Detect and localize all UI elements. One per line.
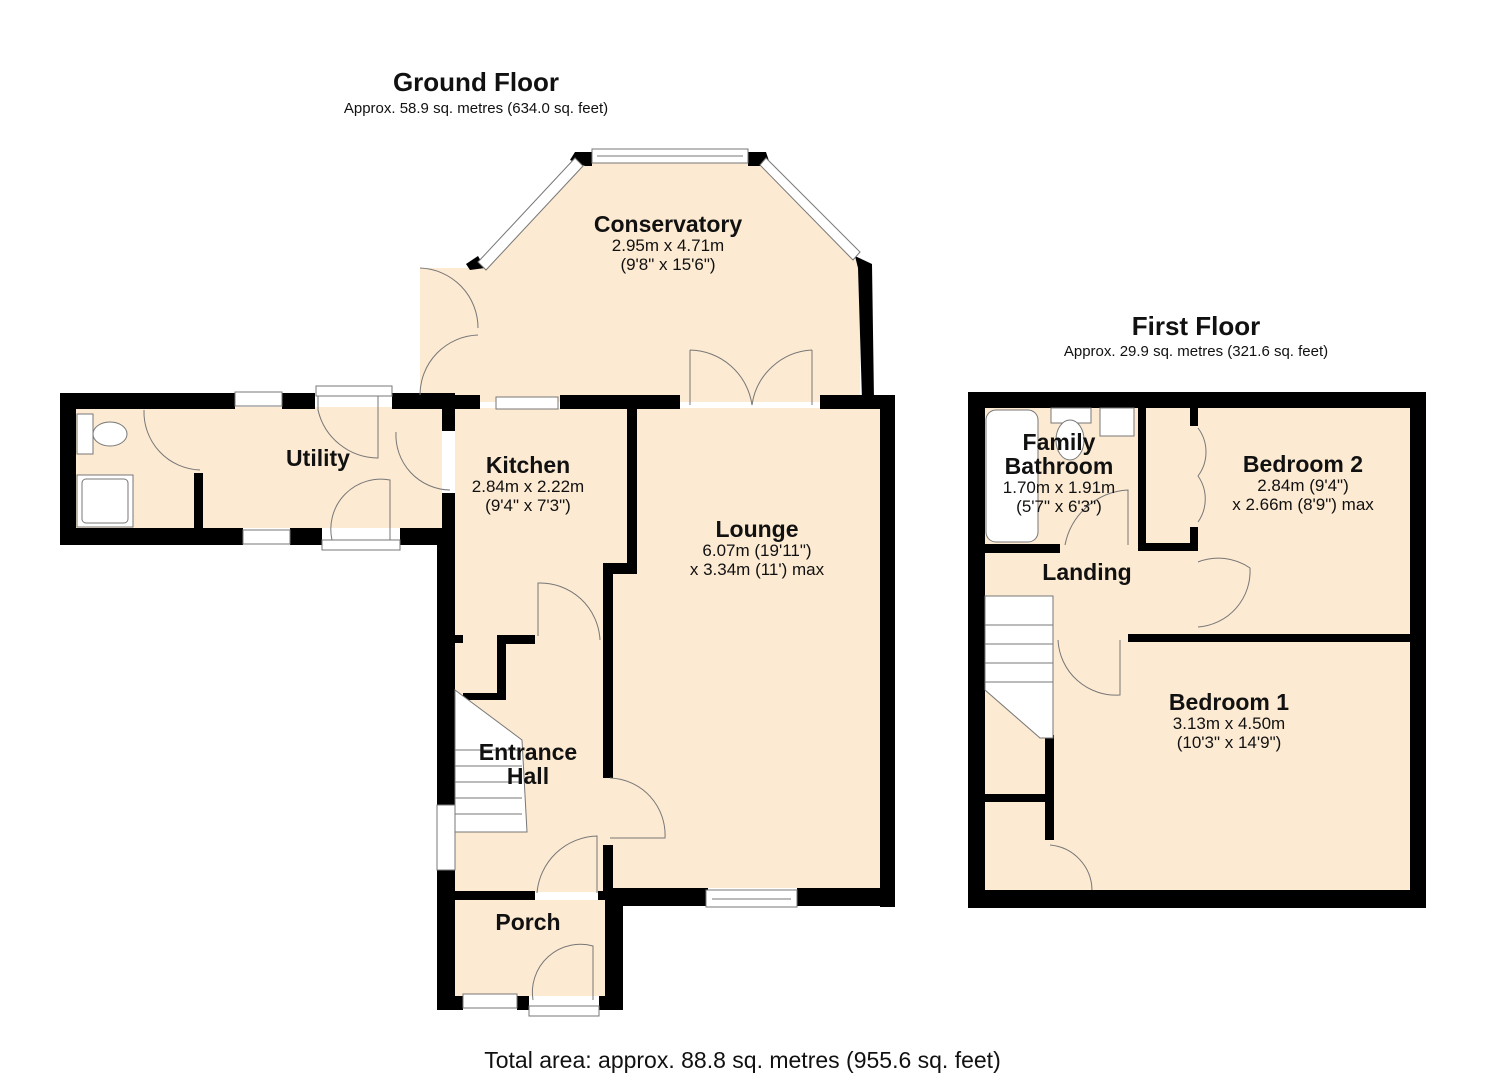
ground-walls (60, 152, 895, 1010)
room-dimensions-metric: 3.13m x 4.50m (1172, 714, 1286, 733)
porch-area (455, 900, 605, 996)
room-name: Bedroom 2 (1242, 451, 1364, 477)
ground-wc-fixtures (76, 413, 134, 528)
room-name: Lounge (715, 516, 799, 542)
room-dimensions-1: 2.84m (9'4") (1257, 476, 1349, 495)
room-name: Utility (286, 445, 350, 471)
ground-floor-area: Approx. 58.9 sq. metres (634.0 sq. feet) (343, 100, 609, 117)
utility-area (76, 407, 442, 528)
room-dimensions-1: 6.07m (19'11") (702, 541, 812, 560)
first-floor-plan (968, 392, 1426, 908)
room-name-line1: Entrance (478, 739, 578, 765)
room-dimensions-imperial: (9'4" x 7'3") (485, 496, 571, 515)
room-dimensions-imperial: (9'8" x 15'6") (620, 255, 716, 274)
room-lounge: Lounge 6.07m (19'11") x 3.34m (11') max (690, 517, 824, 579)
room-dimensions-metric: 2.84m x 2.22m (471, 477, 585, 496)
room-utility: Utility (286, 446, 350, 470)
room-dimensions-2: x 3.34m (11') max (689, 560, 825, 579)
room-name-line2: Bathroom (1004, 453, 1114, 479)
room-bedroom-2: Bedroom 2 2.84m (9'4") x 2.66m (8'9") ma… (1232, 452, 1374, 514)
ground-stairs (454, 689, 528, 833)
room-porch: Porch (495, 910, 560, 934)
ground-floor-plan (60, 148, 895, 1017)
first-stairs (984, 595, 1054, 739)
ground-floor-title: Ground Floor (392, 67, 560, 97)
room-name: Kitchen (485, 452, 571, 478)
room-dimensions-metric: 2.95m x 4.71m (611, 236, 725, 255)
first-floor-area (985, 407, 1410, 890)
ground-doors (143, 267, 813, 1001)
ground-windows (234, 148, 861, 1017)
room-name-line1: Family (1022, 429, 1096, 455)
room-dimensions-metric: 1.70m x 1.91m (1002, 478, 1116, 497)
first-bath-fixtures (985, 407, 1135, 543)
first-doors (1049, 427, 1251, 891)
room-dimensions-2: x 2.66m (8'9") max (1232, 495, 1374, 514)
room-family-bathroom: Family Bathroom 1.70m x 1.91m (5'7" x 6'… (1003, 430, 1115, 516)
room-dimensions-imperial: (10'3" x 14'9") (1176, 733, 1282, 752)
room-landing: Landing (1042, 560, 1131, 584)
room-name-line2: Hall (506, 763, 550, 789)
room-entrance-hall: Entrance Hall (479, 740, 577, 788)
room-name: Landing (1042, 559, 1132, 585)
first-walls (968, 392, 1426, 908)
room-name: Conservatory (593, 211, 743, 237)
room-conservatory: Conservatory 2.95m x 4.71m (9'8" x 15'6"… (594, 212, 742, 274)
first-floor-title: First Floor (1131, 311, 1261, 341)
room-name: Porch (495, 909, 561, 935)
lounge-area (612, 408, 880, 888)
room-name: Bedroom 1 (1168, 689, 1290, 715)
total-area: Total area: approx. 88.8 sq. metres (955… (484, 1047, 1001, 1073)
first-floor-area: Approx. 29.9 sq. metres (321.6 sq. feet) (1063, 343, 1329, 360)
room-dimensions-imperial: (5'7" x 6'3") (1016, 497, 1102, 516)
room-kitchen: Kitchen 2.84m x 2.22m (9'4" x 7'3") (472, 453, 584, 515)
room-bedroom-1: Bedroom 1 3.13m x 4.50m (10'3" x 14'9") (1169, 690, 1289, 752)
